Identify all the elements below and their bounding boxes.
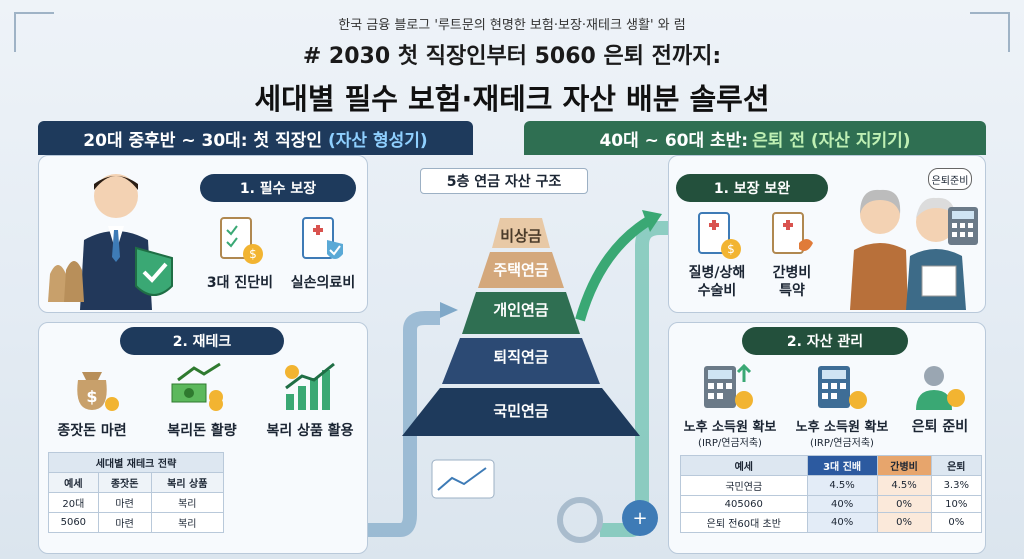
table-cell: 3.3% xyxy=(930,475,983,496)
seed-money-label: 종잣돈 마련 xyxy=(57,423,127,439)
pyramid-level-housing xyxy=(478,252,564,288)
essential-coverage-title: 1. 필수 보장 xyxy=(200,174,356,202)
table-header: 복리 상품 xyxy=(150,472,225,493)
table-cell: 20대 xyxy=(48,492,99,513)
title-line-2: 세대별 필수 보험·재테크 자산 배분 솔루션 xyxy=(254,82,770,116)
left-stage-header: 20대 중후반 ~ 30대: 첫 직장인 (자산 형성기) xyxy=(38,121,473,155)
money-bag-icon: $ xyxy=(62,362,122,412)
pyramid-label-retirement: 퇴직연금 xyxy=(493,348,549,366)
young-worker-illustration xyxy=(44,162,194,310)
person-coin-icon xyxy=(912,362,968,412)
svg-text:$: $ xyxy=(727,242,735,256)
pyramid-level-emergency xyxy=(492,218,550,248)
retirement-income-label: 노후 소득원 확보 xyxy=(683,420,777,435)
care-rider-label: 간병비 특약 xyxy=(772,265,812,299)
table-cell: 마련 xyxy=(97,512,152,533)
cash-growth-icon xyxy=(168,362,228,412)
senior-couple-illustration xyxy=(836,180,982,310)
pyramid-label-housing: 주택연금 xyxy=(493,261,549,279)
right-header-text: 40대 ~ 60대 초반: xyxy=(599,130,749,151)
table-cell: 405060 xyxy=(680,495,808,513)
critical-illness-label: 3대 진단비 xyxy=(206,275,274,291)
compound-money-label: 복리돈 활량 xyxy=(167,423,237,439)
investment-title: 2. 재테크 xyxy=(120,327,284,355)
table-cell: 4.5% xyxy=(876,475,932,496)
svg-text:$: $ xyxy=(249,247,257,261)
compound-product-label: 복리 상품 활용 xyxy=(266,423,354,439)
title-line-1: # 2030 첫 직장인부터 5060 은퇴 전까지: xyxy=(302,44,722,69)
corner-ornament-right xyxy=(970,12,1010,52)
table-row: 은퇴 전60대 초반 40% 0% 0% xyxy=(680,512,983,533)
table-cell: 마련 xyxy=(97,492,152,513)
table-cell: 0% xyxy=(876,512,932,533)
clipboard-coin-icon: $ xyxy=(210,212,270,268)
retirement-income-sublabel-2: (IRP/연금저축) xyxy=(810,438,874,449)
table-cell: 5060 xyxy=(48,512,99,533)
left-header-text: 20대 중후반 ~ 30대: 첫 직장인 xyxy=(83,130,323,151)
table-header: 간병비 xyxy=(876,455,932,476)
table-cell: 10% xyxy=(930,495,983,513)
svg-text:+: + xyxy=(632,508,647,529)
asset-management-title: 2. 자산 관리 xyxy=(742,327,908,355)
calculator-coin-icon-2 xyxy=(814,362,870,412)
right-header-highlight: 은퇴 전 (자산 지키기) xyxy=(752,130,911,151)
table-cell: 40% xyxy=(806,512,878,533)
coverage-supplement-title: 1. 보장 보완 xyxy=(676,174,828,202)
allocation-table: 예세 3대 진배 간병비 은퇴 국민연금 4.5% 4.5% 3.3% 4050… xyxy=(680,455,983,533)
pension-pyramid xyxy=(402,218,640,436)
speech-bubble: 은퇴준비 xyxy=(928,168,972,190)
care-document-icon xyxy=(764,208,820,262)
calculator-coin-icon xyxy=(700,362,756,412)
retirement-income-sublabel: (IRP/연금저축) xyxy=(698,438,762,449)
corner-ornament-left xyxy=(14,12,54,52)
table-cell: 4.5% xyxy=(806,475,878,496)
pyramid-title: 5층 연금 자산 구조 xyxy=(420,168,588,194)
calculator-icon xyxy=(946,206,980,246)
table-row: 20대 마련 복리 xyxy=(48,492,225,513)
medical-expense-label: 실손의료비 xyxy=(290,275,356,291)
growth-chart-icon xyxy=(280,362,340,412)
table-cell: 0% xyxy=(930,512,983,533)
generation-strategy-table: 세대별 재테크 전략 예세 종잣돈 복리 상품 20대 마련 복리 5060 마… xyxy=(48,452,225,533)
table-cell: 0% xyxy=(876,495,932,513)
table-row: 국민연금 4.5% 4.5% 3.3% xyxy=(680,475,983,496)
medical-shield-icon xyxy=(292,212,352,268)
table-cell: 복리 xyxy=(150,492,225,513)
pyramid-label-emergency: 비상금 xyxy=(500,227,542,245)
retirement-income-label-2: 노후 소득원 확보 xyxy=(795,420,889,435)
table-header: 예세 xyxy=(680,455,808,476)
table-cell: 복리 xyxy=(150,512,225,533)
blog-subtitle: 한국 금융 블로그 '루트문의 현명한 보험·보장·재테크 생활' 와 럼 xyxy=(338,18,686,33)
table-cell: 은퇴 전60대 초반 xyxy=(680,512,808,533)
left-header-highlight: (자산 형성기) xyxy=(328,130,428,151)
pyramid-level-retirement xyxy=(442,338,600,384)
right-stage-header: 40대 ~ 60대 초반: 은퇴 전 (자산 지키기) xyxy=(524,121,986,155)
svg-text:$: $ xyxy=(86,387,97,406)
table-row: 405060 40% 0% 10% xyxy=(680,495,983,513)
retirement-prep-label: 은퇴 준비 xyxy=(911,419,969,435)
illness-surgery-label: 질병/상해 수술비 xyxy=(688,265,746,299)
table-cell: 40% xyxy=(806,495,878,513)
speech-bubble-text: 은퇴준비 xyxy=(931,175,969,187)
table-header: 예세 xyxy=(48,472,99,493)
table-caption: 세대별 재테크 전략 xyxy=(48,452,224,473)
clipboard-medical-icon: $ xyxy=(690,208,746,262)
table-header: 은퇴 xyxy=(930,455,983,476)
table-header: 3대 진배 xyxy=(806,455,878,476)
pyramid-label-personal: 개인연금 xyxy=(493,301,549,319)
table-header: 종잣돈 xyxy=(97,472,152,493)
table-row: 5060 마련 복리 xyxy=(48,512,225,533)
pyramid-label-national: 국민연금 xyxy=(493,402,549,420)
pyramid-level-personal xyxy=(462,292,580,334)
pyramid-level-national xyxy=(402,388,640,436)
table-cell: 국민연금 xyxy=(680,475,808,496)
